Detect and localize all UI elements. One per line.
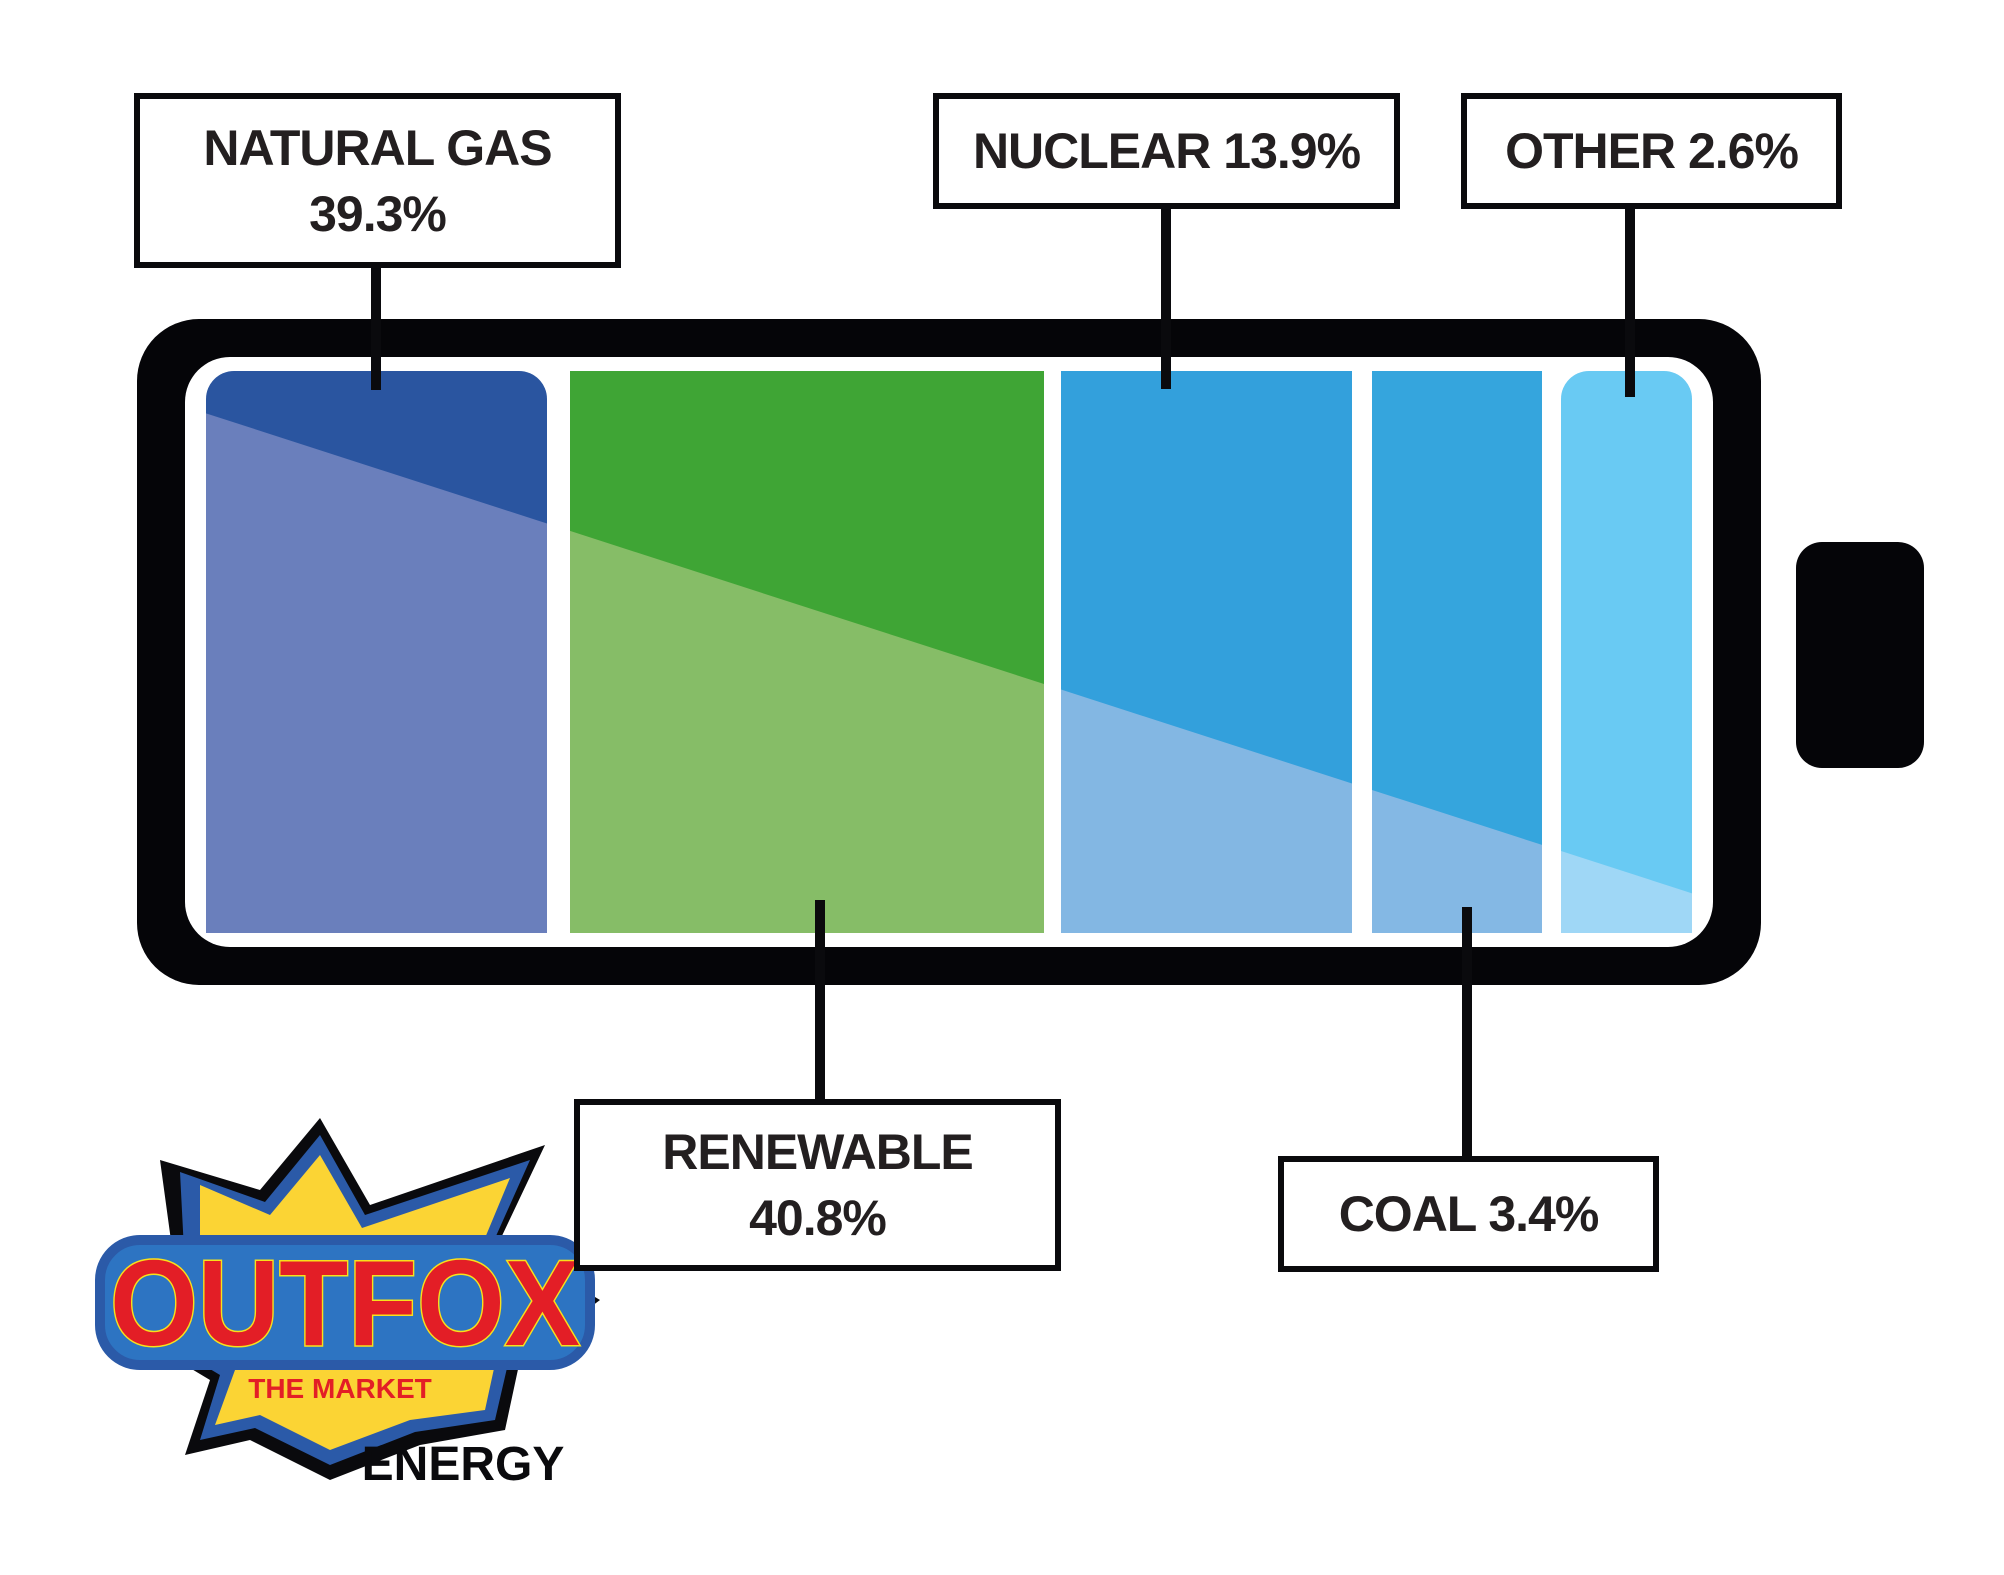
logo-banner bbox=[95, 1235, 595, 1370]
connector-natural-gas bbox=[371, 262, 381, 390]
segment-other-highlight bbox=[1561, 851, 1692, 933]
label-coal: COAL 3.4% bbox=[1278, 1156, 1659, 1272]
label-other: OTHER 2.6% bbox=[1461, 93, 1842, 209]
connector-other bbox=[1625, 204, 1635, 397]
logo-sub: ENERGY bbox=[362, 1438, 565, 1491]
connector-nuclear bbox=[1161, 204, 1171, 389]
outfox-logo: OUTFOX THE MARKET ENERGY ™ bbox=[95, 1118, 616, 1491]
label-natural-gas-name: NATURAL GAS bbox=[203, 119, 552, 176]
label-renewable: RENEWABLE 40.8% bbox=[574, 1099, 1061, 1271]
label-nuclear: NUCLEAR 13.9% bbox=[933, 93, 1400, 209]
segment-other bbox=[1561, 371, 1692, 933]
label-other-text: OTHER 2.6% bbox=[1505, 123, 1799, 179]
connector-renewable bbox=[815, 900, 825, 1102]
segment-natural-gas-highlight bbox=[206, 413, 547, 933]
segment-renewable-highlight bbox=[570, 530, 1044, 933]
logo-brand: OUTFOX bbox=[110, 1235, 580, 1371]
battery-terminal bbox=[1796, 542, 1924, 768]
label-renewable-name: RENEWABLE bbox=[662, 1124, 973, 1180]
label-coal-text: COAL 3.4% bbox=[1338, 1186, 1600, 1242]
label-natural-gas: NATURAL GAS 39.3% bbox=[134, 93, 621, 268]
connector-coal bbox=[1462, 907, 1472, 1159]
label-renewable-value: 40.8% bbox=[749, 1190, 887, 1246]
segment-nuclear-highlight bbox=[1061, 689, 1352, 933]
segment-coal-highlight bbox=[1372, 789, 1542, 933]
label-natural-gas-value: 39.3% bbox=[309, 185, 447, 242]
label-nuclear-text: NUCLEAR 13.9% bbox=[972, 123, 1361, 179]
logo-tagline: THE MARKET bbox=[248, 1373, 432, 1404]
